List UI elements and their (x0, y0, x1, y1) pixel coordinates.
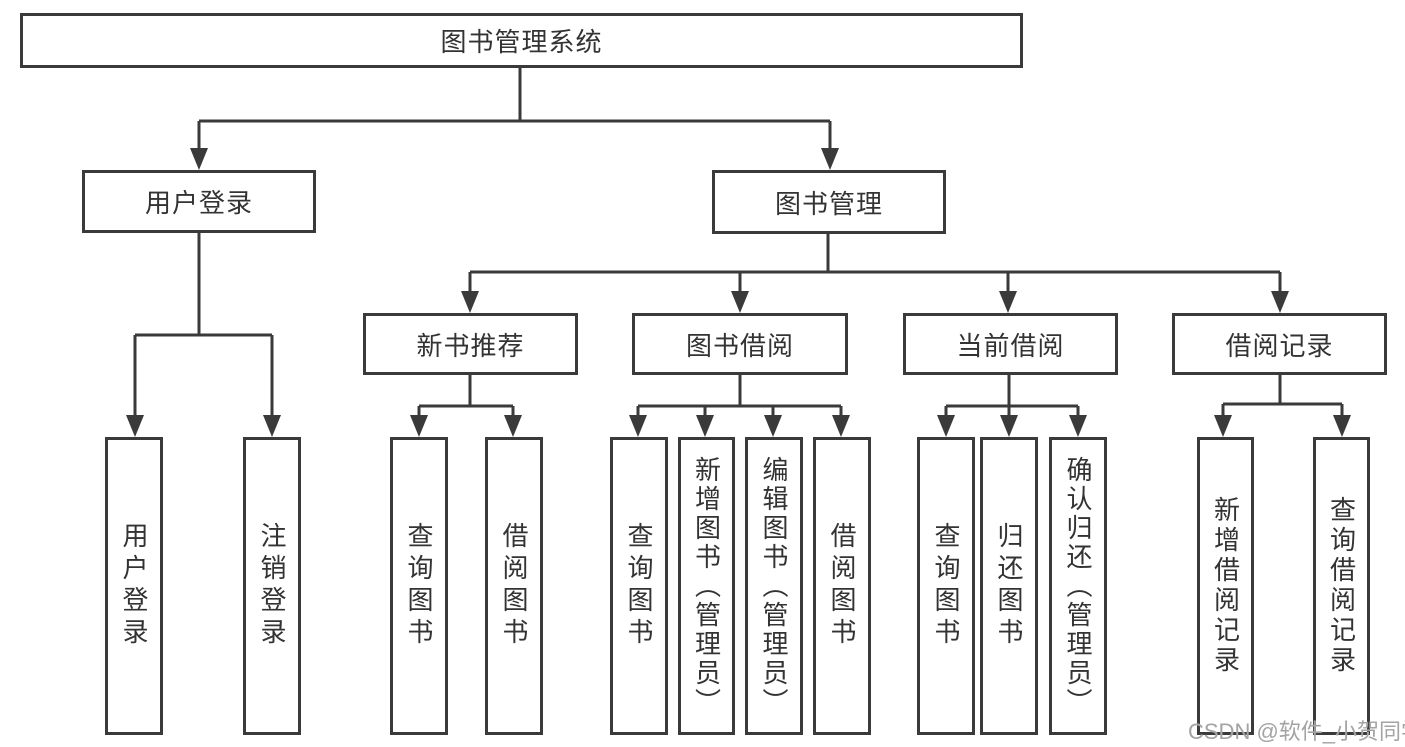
arrowhead-down-icon (764, 415, 782, 437)
arrowhead-down-icon (461, 291, 479, 313)
leaf-query-book-recommend: 查询图书 (390, 437, 448, 735)
arrowhead-down-icon (263, 415, 281, 437)
node-book-management: 图书管理 (712, 170, 946, 234)
leaf-user-login: 用户登录 (105, 437, 163, 735)
node-new-book-recommend: 新书推荐 (363, 313, 578, 375)
node-borrow-record-label: 借阅记录 (1225, 330, 1334, 361)
node-root-label: 图书管理系统 (440, 27, 603, 57)
node-borrow-record: 借阅记录 (1172, 313, 1387, 375)
leaf-logout-login: 注销登录 (243, 437, 301, 735)
watermark: CSDN @软件_小贺同学 (1188, 719, 1405, 744)
leaf-query-book-borrow-label: 查询图书 (624, 522, 654, 650)
node-user-login: 用户登录 (82, 170, 316, 233)
node-user-login-label: 用户登录 (144, 188, 253, 218)
arrowhead-down-icon (126, 415, 144, 437)
arrowhead-down-icon (696, 415, 714, 437)
arrowhead-down-icon (731, 291, 749, 313)
node-new-book-recommend-label: 新书推荐 (416, 330, 525, 361)
arrowhead-down-icon (190, 148, 208, 170)
leaf-borrow-book: 借阅图书 (813, 437, 871, 735)
leaf-query-book-recommend-label: 查询图书 (404, 522, 434, 650)
leaf-borrow-book-recommend-label: 借阅图书 (499, 522, 529, 650)
leaf-logout-login-label: 注销登录 (257, 522, 287, 650)
leaf-confirm-return-admin: 确认归还（管理员） (1049, 437, 1107, 735)
arrowhead-down-icon (410, 415, 428, 437)
node-current-borrow: 当前借阅 (903, 313, 1118, 375)
leaf-add-book-admin: 新增图书（管理员） (678, 437, 735, 735)
node-root: 图书管理系统 (20, 13, 1023, 68)
arrowhead-down-icon (821, 148, 839, 170)
leaf-query-borrow-record: 查询借阅记录 (1313, 437, 1370, 735)
leaf-return-book: 归还图书 (980, 437, 1038, 735)
leaf-borrow-book-label: 借阅图书 (827, 522, 857, 650)
leaf-edit-book-admin: 编辑图书（管理员） (745, 437, 803, 735)
arrowhead-down-icon (832, 415, 850, 437)
node-book-borrow-label: 图书借阅 (685, 330, 794, 361)
leaf-add-borrow-record: 新增借阅记录 (1197, 437, 1254, 735)
leaf-query-book-borrow: 查询图书 (610, 437, 668, 735)
node-book-borrow: 图书借阅 (632, 313, 848, 375)
leaf-add-borrow-record-label: 新增借阅记录 (1210, 496, 1241, 676)
leaf-confirm-return-admin-label: 确认归还（管理员） (1063, 455, 1093, 717)
node-book-management-label: 图书管理 (774, 188, 883, 219)
leaf-user-login-label: 用户登录 (119, 522, 149, 650)
leaf-borrow-book-recommend: 借阅图书 (485, 437, 543, 735)
arrowhead-down-icon (1214, 415, 1232, 437)
arrowhead-down-icon (629, 415, 647, 437)
leaf-add-book-admin-label: 新增图书（管理员） (691, 455, 722, 717)
leaf-query-borrow-record-label: 查询借阅记录 (1326, 496, 1357, 676)
leaf-query-book-current-label: 查询图书 (931, 522, 961, 650)
leaf-query-book-current: 查询图书 (917, 437, 975, 735)
arrowhead-down-icon (1069, 415, 1087, 437)
arrowhead-down-icon (1271, 291, 1289, 313)
leaf-return-book-label: 归还图书 (994, 522, 1024, 650)
arrowhead-down-icon (1000, 415, 1018, 437)
arrowhead-down-icon (1333, 415, 1351, 437)
arrowhead-down-icon (999, 291, 1017, 313)
node-current-borrow-label: 当前借阅 (956, 330, 1065, 361)
leaf-edit-book-admin-label: 编辑图书（管理员） (759, 455, 789, 717)
arrowhead-down-icon (504, 415, 522, 437)
arrowhead-down-icon (937, 415, 955, 437)
